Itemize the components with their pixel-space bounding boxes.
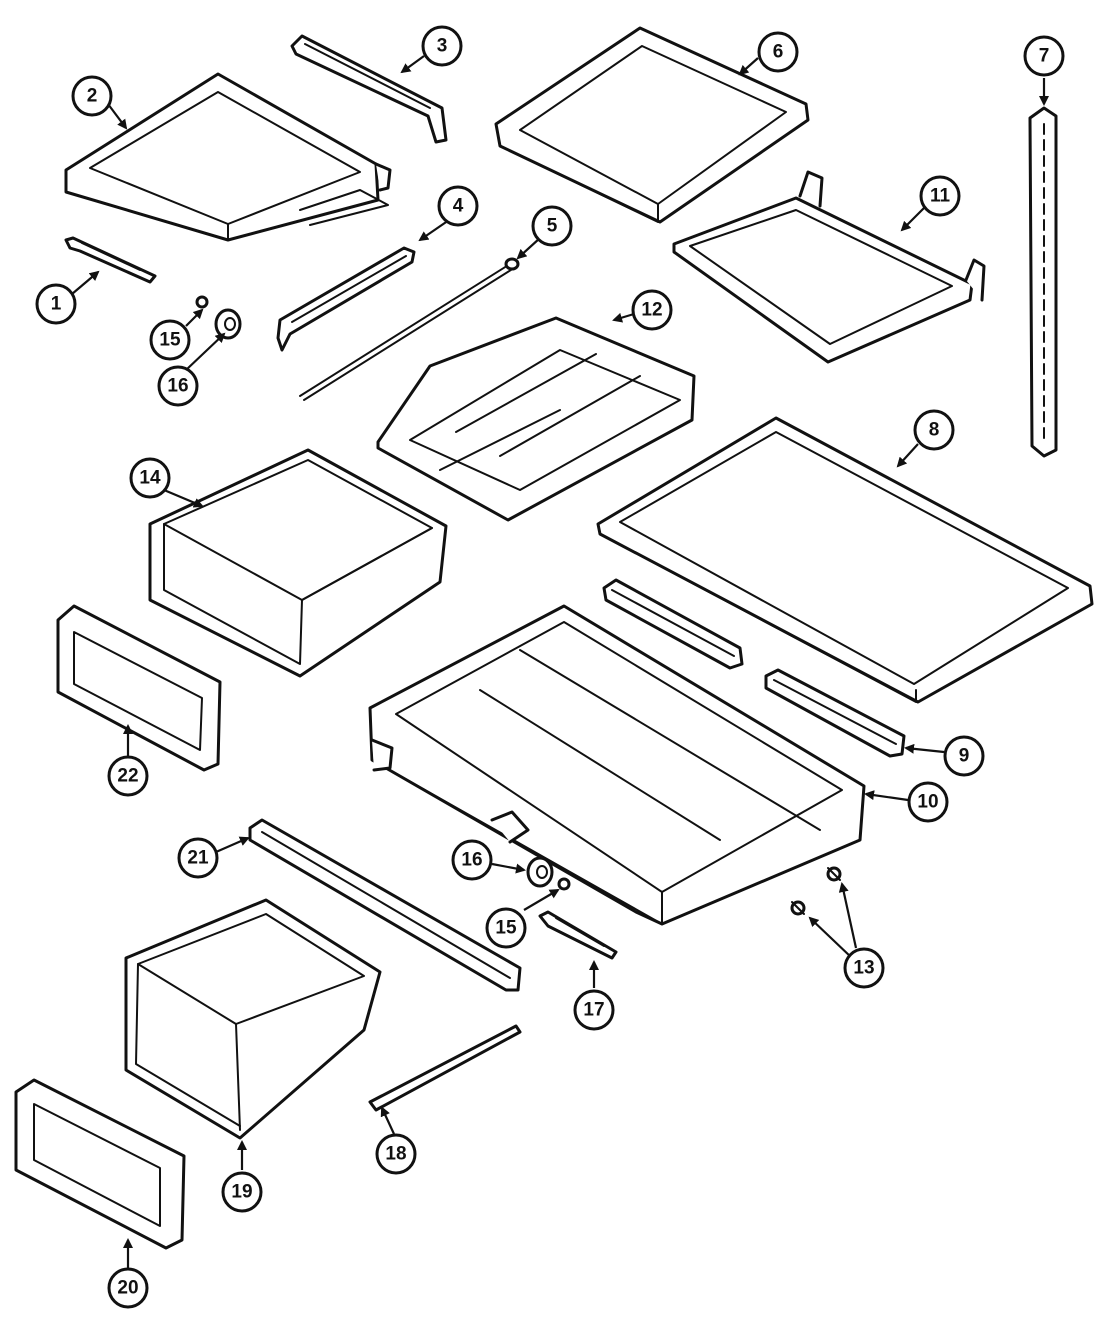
callout-7-label: 7	[1039, 46, 1050, 67]
callout-15-lower: 15	[485, 907, 527, 949]
callout-8-label: 8	[929, 420, 940, 441]
callout-15-lower-label: 15	[495, 918, 517, 939]
part-21-rail	[248, 818, 522, 992]
leader-21	[215, 836, 250, 854]
callout-12-label: 12	[641, 300, 662, 321]
leader-8	[896, 443, 919, 468]
part-17-slide	[538, 910, 618, 960]
leader-14	[163, 488, 204, 508]
part-15-screw-upper	[195, 295, 209, 309]
callout-6-label: 6	[773, 42, 784, 63]
leader-12	[612, 312, 635, 323]
callout-11: 11	[919, 175, 961, 217]
callout-13: 13	[843, 947, 885, 989]
part-12-pan	[376, 316, 696, 522]
callout-21-label: 21	[187, 848, 209, 869]
callout-13-label: 13	[853, 958, 874, 979]
callout-10: 10	[907, 781, 949, 823]
callout-16-upper-label: 16	[167, 376, 188, 397]
callout-19: 19	[221, 1171, 263, 1213]
callout-9: 9	[943, 735, 985, 777]
callout-3: 3	[421, 25, 463, 67]
callout-16-upper: 16	[157, 365, 199, 407]
callout-1: 1	[35, 283, 77, 325]
callout-21: 21	[177, 837, 219, 879]
callout-19-label: 19	[231, 1182, 252, 1203]
callout-20-label: 20	[117, 1278, 138, 1299]
callout-22: 22	[107, 755, 149, 797]
part-9-rails	[602, 578, 906, 758]
leader-2	[107, 103, 128, 130]
part-13-screws	[790, 866, 842, 916]
part-10-crisper-frame	[368, 604, 866, 926]
part-16-roller-upper	[214, 308, 242, 340]
part-4-rail	[276, 246, 416, 352]
leader-10	[864, 790, 909, 802]
callout-16-lower: 16	[451, 839, 493, 881]
callout-15-upper-label: 15	[159, 330, 181, 351]
leader-13a	[838, 882, 858, 949]
leader-5	[516, 237, 541, 260]
part-22-drawer-front	[56, 604, 222, 772]
callout-6: 6	[757, 31, 799, 73]
callout-20: 20	[107, 1267, 149, 1309]
callout-18-label: 18	[385, 1144, 406, 1165]
callout-8: 8	[913, 409, 955, 451]
callout-14-label: 14	[139, 468, 161, 489]
callout-2-label: 2	[87, 86, 98, 107]
callout-22-label: 22	[117, 766, 138, 787]
part-5-rod	[299, 257, 520, 401]
callout-11-label: 11	[930, 186, 951, 207]
callout-4-label: 4	[453, 196, 464, 217]
leader-16b	[491, 862, 526, 874]
leader-11	[900, 205, 927, 232]
leader-9	[904, 743, 945, 754]
part-19-crisper-pan	[124, 898, 382, 1140]
part-2-shelf	[64, 72, 392, 242]
leader-16a	[185, 332, 226, 371]
part-15-screw-lower	[557, 877, 571, 891]
part-20-drawer-front	[14, 1078, 186, 1250]
callout-1-label: 1	[51, 294, 62, 315]
part-16-roller-lower	[526, 856, 554, 888]
leader-18	[380, 1106, 395, 1135]
part-18-rail	[368, 1024, 522, 1112]
callout-5: 5	[531, 205, 573, 247]
callout-14: 14	[129, 457, 171, 499]
callout-16-lower-label: 16	[461, 850, 482, 871]
callout-4: 4	[437, 185, 479, 227]
callout-3-label: 3	[437, 36, 448, 57]
part-1-bracket	[64, 236, 157, 284]
leader-13b	[808, 916, 853, 959]
callout-5-label: 5	[547, 216, 558, 237]
part-8-shelf	[596, 416, 1094, 704]
callout-7: 7	[1023, 35, 1065, 77]
callout-17: 17	[573, 989, 615, 1031]
callout-18: 18	[375, 1133, 417, 1175]
leader-15a	[185, 308, 204, 327]
leader-6	[738, 57, 759, 76]
part-14-crisper-pan	[148, 448, 448, 678]
part-6-shelf	[494, 26, 810, 224]
part-11-shelf	[672, 170, 986, 364]
leader-3	[400, 55, 425, 74]
callout-10-label: 10	[917, 792, 938, 813]
leader-1	[71, 270, 100, 295]
part-3-trim	[290, 34, 448, 144]
callout-15-upper: 15	[149, 319, 191, 361]
callout-9-label: 9	[959, 746, 970, 767]
leader-15b	[523, 888, 560, 911]
callout-2: 2	[71, 75, 113, 117]
callout-17-label: 17	[583, 1000, 604, 1021]
callout-12: 12	[631, 289, 673, 331]
part-7-ladder-rail	[1028, 106, 1058, 458]
